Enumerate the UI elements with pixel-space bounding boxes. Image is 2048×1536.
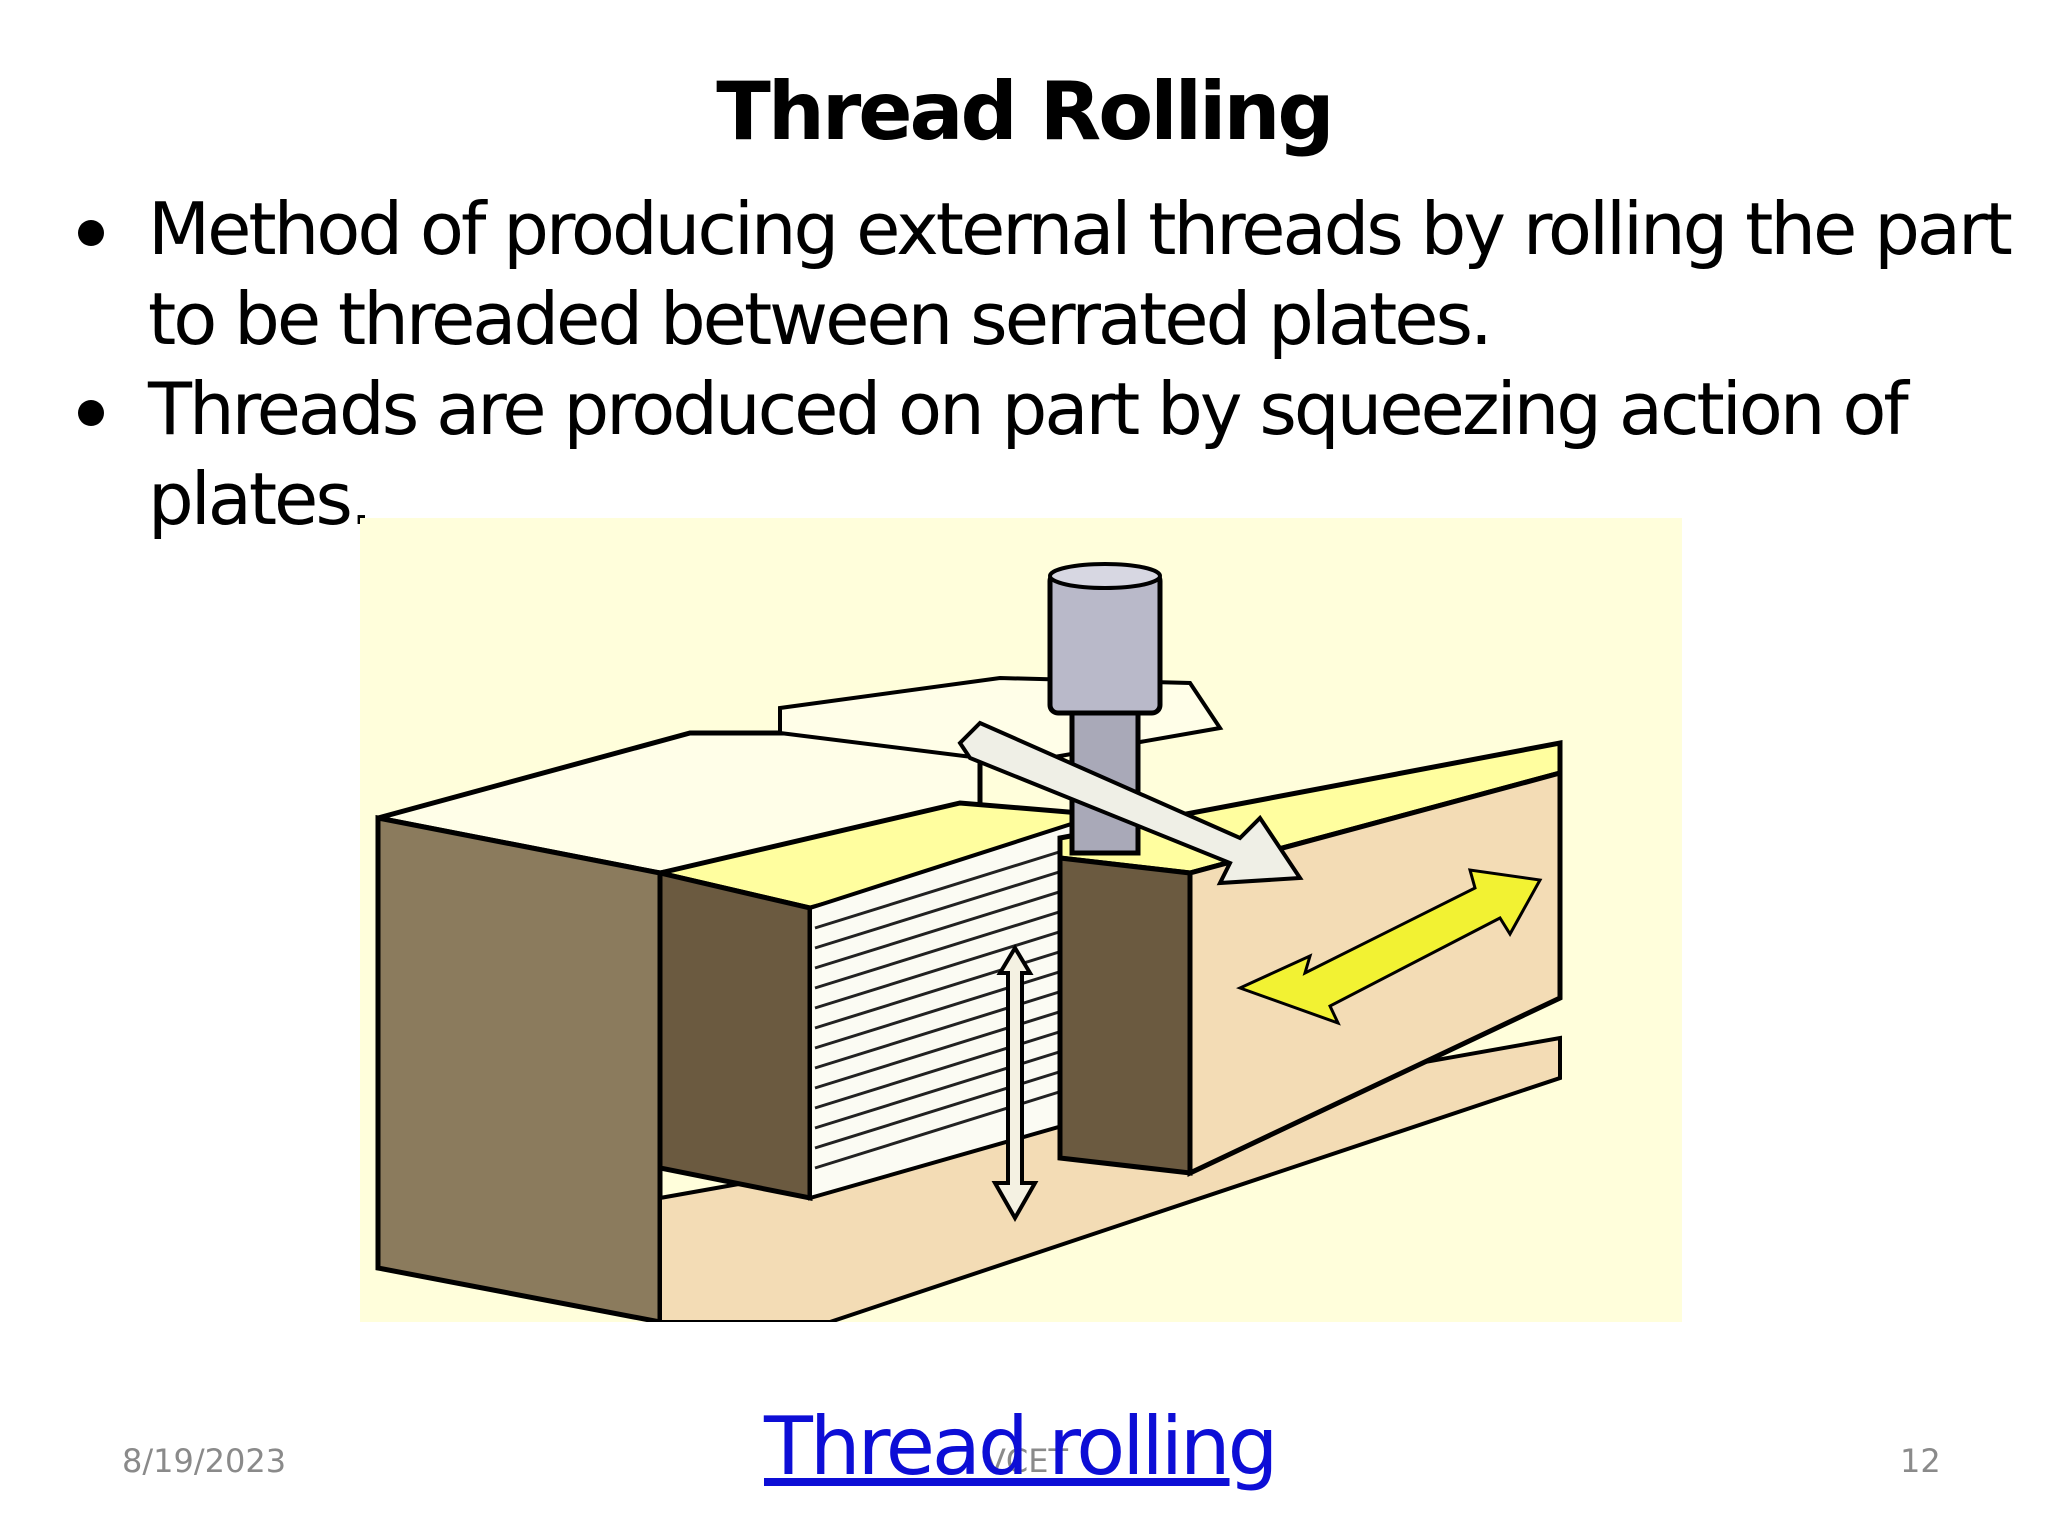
bullet-dot-icon (78, 220, 104, 246)
slide-title: Thread Rolling (716, 65, 1334, 158)
thread-rolling-link[interactable]: Thread rolling (764, 1400, 1278, 1493)
thread-rolling-illustration (360, 518, 1682, 1322)
bullet-dot-icon (78, 400, 104, 426)
bullet-item: Method of producing external threads by … (70, 184, 2020, 364)
bullet-list: Method of producing external threads by … (70, 184, 2020, 544)
footer-center-text: VCET (984, 1442, 1068, 1480)
bullet-text: Method of producing external threads by … (148, 187, 2013, 361)
bullet-text: Threads are produced on part by squeezin… (148, 367, 1909, 541)
slide-number: 12 (1900, 1442, 1941, 1480)
footer-date: 8/19/2023 (122, 1442, 287, 1480)
thread-rolling-diagram-icon (360, 518, 1682, 1322)
bullet-item: Threads are produced on part by squeezin… (70, 364, 2020, 544)
